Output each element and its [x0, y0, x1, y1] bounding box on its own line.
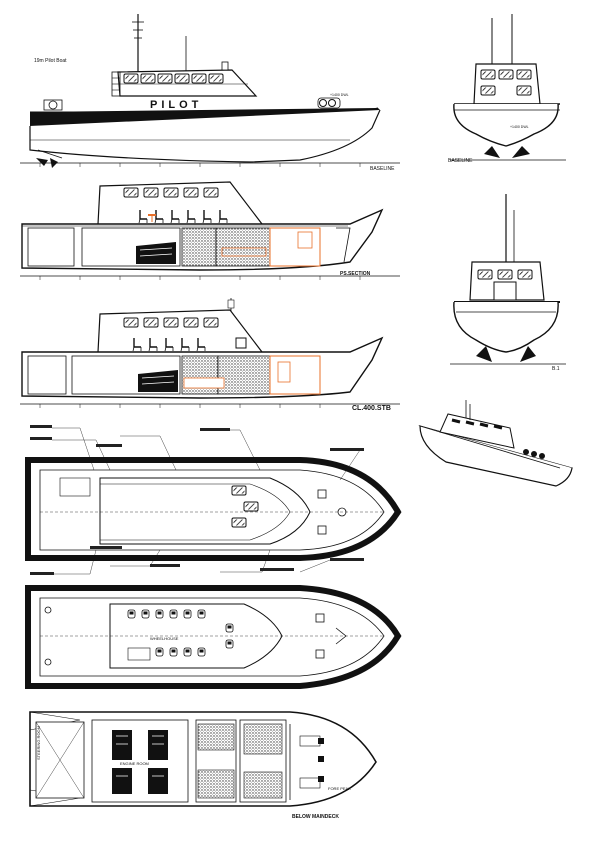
ps-section-label: PS.SECTION	[340, 271, 371, 277]
stern-view-label: B.1	[552, 366, 560, 372]
ps-section-view: PS.SECTION	[20, 181, 400, 277]
outboard-profile-view: 19m Pilot Boat PILOT B	[20, 14, 400, 172]
below-maindeck-plan-view: STEERING ROOM ENGINE ROOM FORE PEAK BELO…	[29, 711, 377, 820]
hull-name-lettering: PILOT	[150, 99, 202, 111]
wheelhouse-deck-plan-view: WHEELHOUSE	[25, 585, 402, 689]
profile-baseline-label: BASELINE	[370, 166, 395, 172]
steering-room-label: STEERING ROOM	[36, 726, 41, 760]
wheelhouse-label: WHEELHOUSE	[150, 636, 179, 641]
section-baseline-label: BASELINE	[448, 158, 473, 164]
engine-room-label: ENGINE ROOM	[120, 761, 149, 766]
stern-elevation-view: B.1	[450, 194, 566, 372]
drawing-title: 19m Pilot Boat	[34, 58, 67, 64]
main-deck-plan-view	[25, 425, 402, 575]
fore-peak-label: FORE PEAK	[328, 786, 351, 791]
isometric-view	[418, 400, 574, 487]
cl-section-view: CL.400.STB	[20, 298, 400, 412]
below-maindeck-label: BELOW MAINDECK	[292, 814, 339, 820]
cl-section-label: CL.400.STB	[352, 405, 391, 412]
frame-ticks	[39, 163, 361, 408]
front-elevation-view: BASELINE +1400 DWL	[448, 14, 566, 164]
section-dwl-marker: +1400 DWL	[510, 125, 529, 129]
dwl-marker: +1400 DWL	[330, 93, 349, 97]
